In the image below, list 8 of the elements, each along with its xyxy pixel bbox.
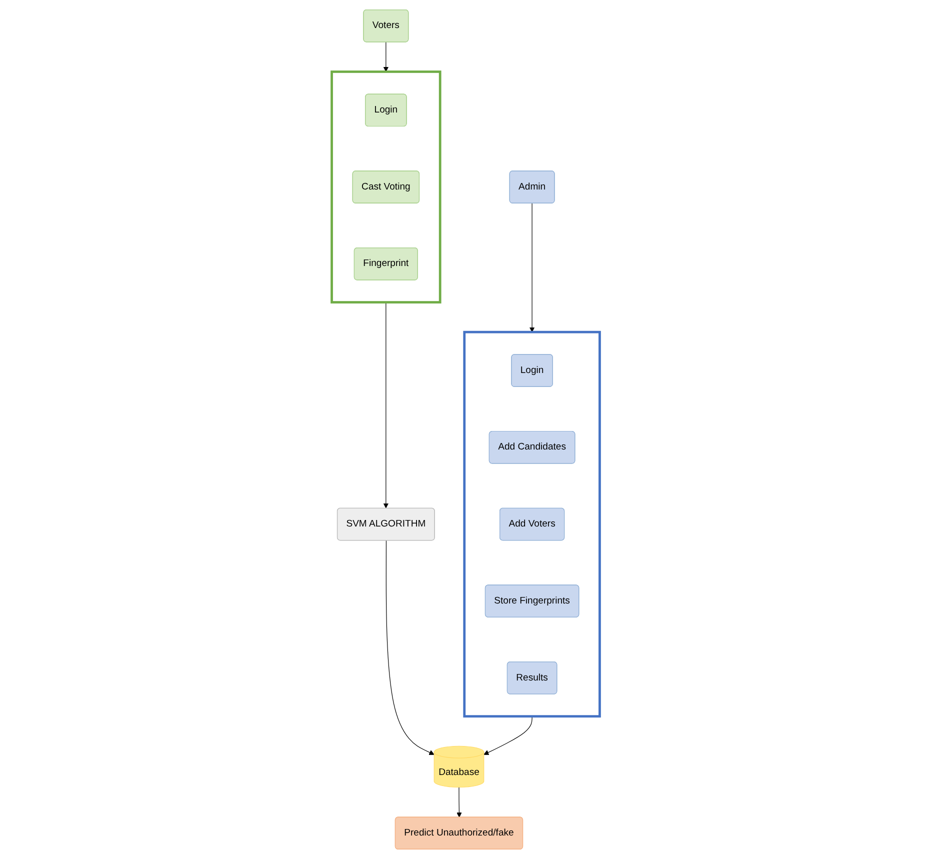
arrow bbox=[386, 540, 434, 755]
cluster bbox=[462, 330, 601, 718]
cluster bbox=[330, 70, 442, 304]
arrow bbox=[383, 42, 388, 72]
arrow bbox=[529, 202, 534, 332]
arrow bbox=[483, 716, 532, 755]
arrow bbox=[456, 786, 462, 818]
arrow bbox=[383, 302, 388, 508]
